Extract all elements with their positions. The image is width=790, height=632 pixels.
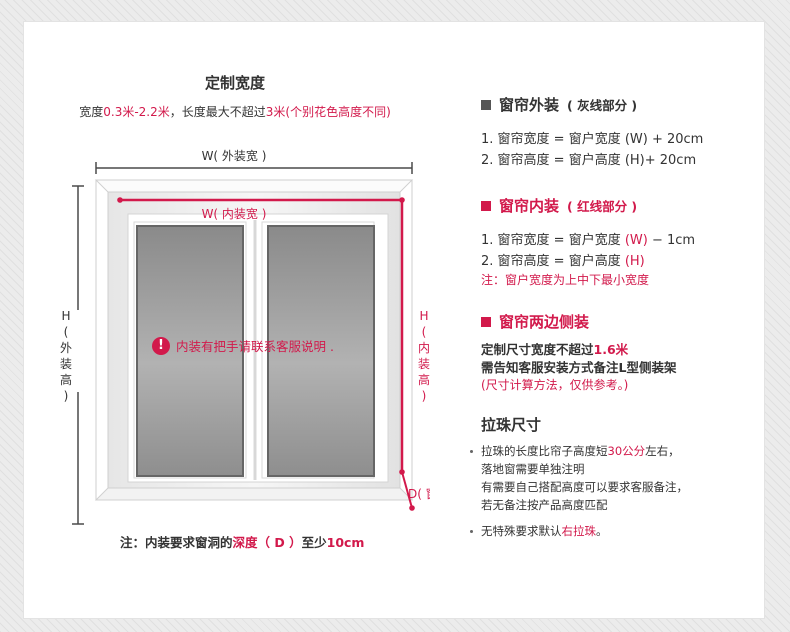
side-width-limit: 定制尺寸宽度不超过1.6米 [481,342,629,357]
pull-bead-title: 拉珠尺寸 [481,416,542,434]
pull-bead-default: 无特殊要求默认右拉珠。 [470,523,608,539]
pull-bead-line-3: 有需要自己搭配高度可以要求客服备注， [481,480,688,494]
side-reference-note: (尺寸计算方法，仅供参考。) [481,378,629,392]
w-outer-label: W( 外装宽 ) [202,148,267,163]
bullet-icon [470,530,473,533]
inner-height-formula: 2. 窗帘高度 = 窗户高度 (H) [481,254,645,269]
svg-text:): ) [64,389,69,403]
depth-requirement-note: 注：内装要求窗洞的深度（ D ）至少10cm [120,535,365,550]
pull-bead-line-4: 若无备注按产品高度匹配 [481,498,608,512]
window-measurement-diagram: W( 外装宽 ) H ( 外 装 高 ) W( 内装宽 ) [60,148,430,525]
svg-text:(: ( [64,325,69,339]
svg-text:内: 内 [418,341,430,355]
custom-width-title: 定制宽度 [204,74,265,92]
d-label: D( 窗洞 ) [408,487,430,501]
red-square-icon [481,200,491,211]
w-inner-label: W( 内装宽 ) [202,206,267,221]
svg-text:高: 高 [60,372,72,387]
window-sash [127,213,389,483]
red-square-icon [481,316,491,327]
right-glass-pane [267,225,375,477]
outer-height-formula: 2. 窗帘高度 = 窗户高度 (H)+ 20cm [481,153,697,168]
width-range-line: 宽度0.3米-2.2米，长度最大不超过3米(个别花色高度不同) [79,105,391,119]
svg-text:): ) [422,389,427,403]
svg-text:高: 高 [418,372,430,387]
side-bracket-note: 需告知客服安装方式备注L型侧装架 [481,360,677,375]
gray-square-icon [481,99,491,110]
inner-red-dimension [117,197,415,511]
inner-width-formula: 1. 窗帘宽度 = 窗户宽度 (W) − 1cm [481,233,696,248]
bullet-icon [470,450,473,453]
svg-text:H: H [61,309,70,323]
inner-width-note: 注：窗户宽度为上中下最小宽度 [481,273,650,287]
w-outer-dimension [95,162,413,174]
pull-bead-line-1: 拉珠的长度比帘子高度短30公分左右， [470,443,680,459]
outer-install-heading: 窗帘外装 ( 灰线部分 ) [481,94,637,115]
pull-bead-line-2: 落地窗需要单独注明 [481,462,585,476]
h-inner-label: H ( 内 装 高 ) [418,309,430,403]
svg-text:装: 装 [60,357,72,371]
svg-text:外: 外 [60,341,72,355]
inner-handle-warning: ! 内装有把手请联系客服说明 . [152,336,334,355]
svg-text:(: ( [422,325,427,339]
warning-icon: ! [152,336,170,355]
side-install-heading: 窗帘两边侧装 [481,311,589,332]
svg-text:H: H [419,309,428,323]
inner-install-heading: 窗帘内装 ( 红线部分 ) [481,195,637,216]
h-outer-label: H ( 外 装 高 ) [60,309,72,403]
outer-width-formula: 1. 窗帘宽度 = 窗户宽度 (W) + 20cm [481,132,704,147]
svg-text:装: 装 [418,357,430,371]
